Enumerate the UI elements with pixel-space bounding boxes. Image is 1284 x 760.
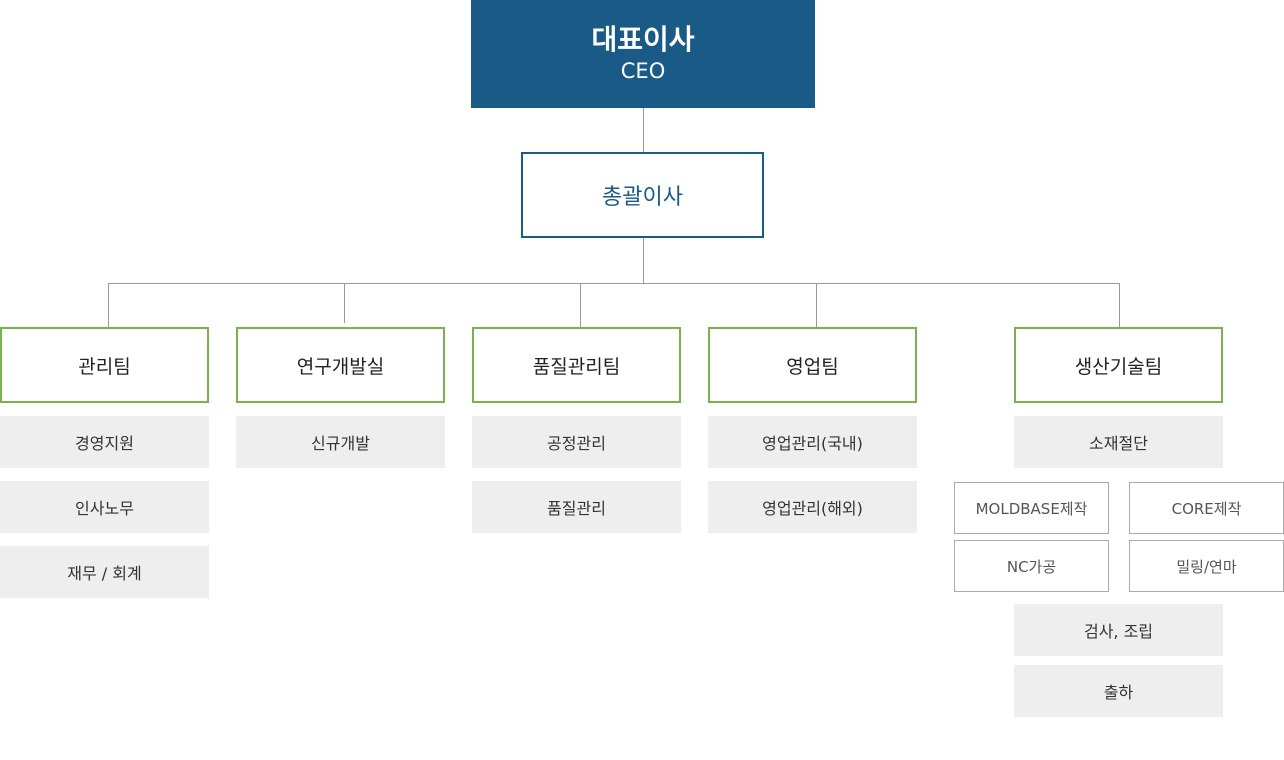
ceo-subtitle: CEO [620, 59, 666, 83]
team-bus-line [108, 283, 1120, 284]
process-item: NC가공 [954, 540, 1109, 592]
sub-item-label: 품질관리 [547, 499, 606, 518]
team-admin-label: 관리팀 [78, 355, 131, 378]
team-connector-5 [1119, 283, 1120, 327]
vp-bus-connector [643, 238, 644, 284]
team-connector-3 [580, 283, 581, 327]
sub-item-label: 출하 [1103, 683, 1134, 702]
sub-item-label: 공정관리 [547, 434, 606, 453]
vp-title: 총괄이사 [602, 185, 683, 210]
sub-item-label: 경영지원 [75, 434, 134, 453]
process-item: 밀링/연마 [1129, 540, 1284, 592]
process-item: MOLDBASE제작 [954, 482, 1109, 534]
team-rnd-label: 연구개발실 [296, 355, 385, 378]
sub-item-label: 신규개발 [311, 434, 370, 453]
team-quality: 품질관리팀 [472, 327, 681, 403]
team-connector-1 [108, 283, 109, 327]
sub-item: 영업관리(해외) [708, 481, 917, 533]
ceo-vp-connector [643, 108, 644, 152]
team-admin: 관리팀 [0, 327, 209, 403]
team-sales: 영업팀 [708, 327, 917, 403]
process-item-label: 밀링/연마 [1176, 557, 1237, 576]
sub-item-label: 인사노무 [75, 499, 134, 518]
sub-item: 공정관리 [472, 416, 681, 468]
sub-item-label: 검사, 조립 [1083, 622, 1154, 641]
process-item-label: CORE제작 [1171, 499, 1242, 518]
sub-item-label: 영업관리(해외) [762, 499, 863, 518]
sub-item: 품질관리 [472, 481, 681, 533]
sub-item: 경영지원 [0, 416, 209, 468]
sub-item: 인사노무 [0, 481, 209, 533]
sub-item-label: 재무 / 회계 [67, 564, 142, 583]
process-item-label: NC가공 [1006, 557, 1057, 576]
sub-item: 신규개발 [236, 416, 445, 468]
process-item-label: MOLDBASE제작 [975, 499, 1088, 518]
sub-item: 소재절단 [1014, 416, 1223, 468]
sub-item: 영업관리(국내) [708, 416, 917, 468]
sub-item-label: 소재절단 [1089, 434, 1148, 453]
team-production: 생산기술팀 [1014, 327, 1223, 403]
sub-item: 재무 / 회계 [0, 546, 209, 598]
team-quality-label: 품질관리팀 [532, 355, 621, 378]
team-connector-2 [344, 283, 345, 323]
process-item: CORE제작 [1129, 482, 1284, 534]
vp-box: 총괄이사 [521, 152, 764, 238]
ceo-title: 대표이사 [591, 23, 695, 56]
sub-item: 출하 [1014, 665, 1223, 717]
sub-item-label: 영업관리(국내) [762, 434, 863, 453]
ceo-box: 대표이사 CEO [471, 0, 815, 108]
sub-item: 검사, 조립 [1014, 604, 1223, 656]
team-rnd: 연구개발실 [236, 327, 445, 403]
team-connector-4 [816, 283, 817, 327]
team-sales-label: 영업팀 [786, 355, 839, 378]
team-production-label: 생산기술팀 [1074, 355, 1163, 378]
